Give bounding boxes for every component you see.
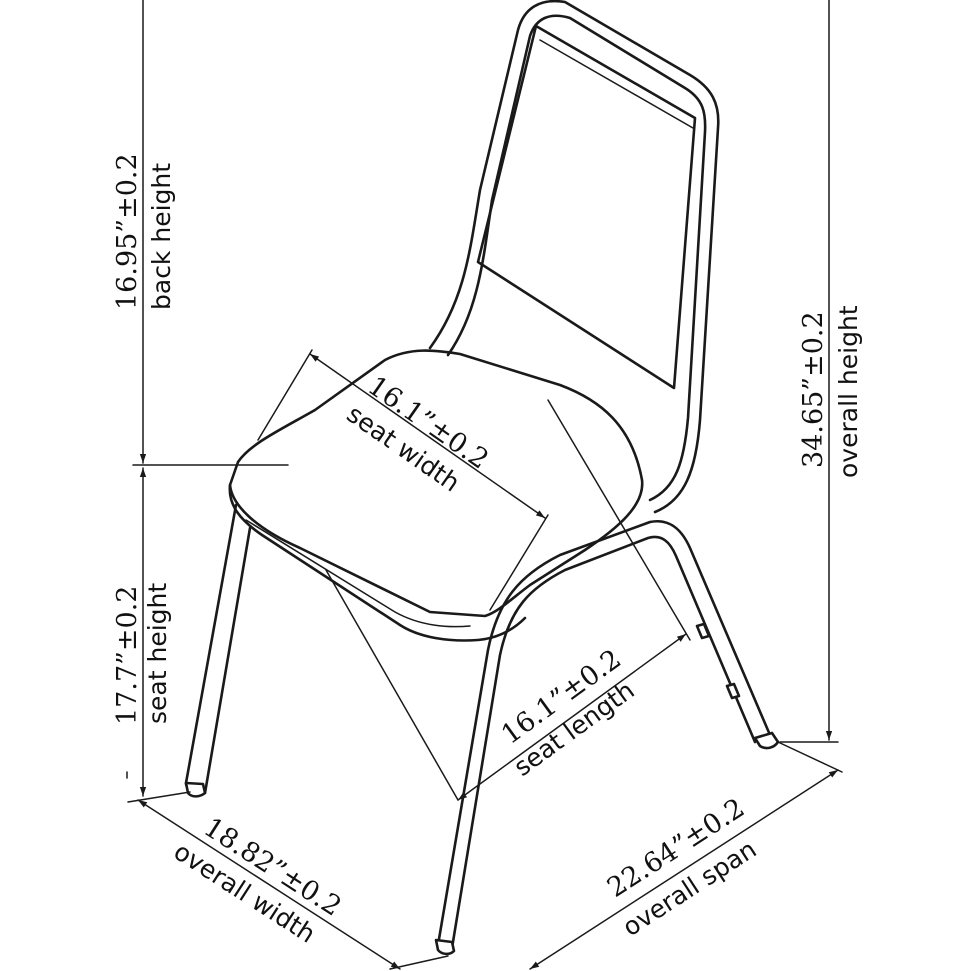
seat-width-dimension-line	[309, 353, 546, 519]
seat-length-extension-front	[325, 569, 459, 801]
rear-leg-bumper-lower	[725, 682, 741, 700]
overall-width-extension-right	[389, 955, 449, 970]
front-right-leg-inner	[450, 535, 757, 950]
seat-height-value: 17.7”±0.2	[112, 586, 143, 725]
dimension-labels: 16.95”±0.2 back height 17.7”±0.2 seat he…	[112, 153, 863, 948]
back-height-value: 16.95”±0.2	[112, 153, 143, 310]
seat-width-extension-right	[489, 514, 549, 611]
seat-cushion-side-lower	[245, 519, 471, 628]
front-right-leg	[436, 519, 772, 947]
front-left-foot	[184, 781, 207, 798]
seat-width-extension-left	[257, 349, 313, 441]
rear-right-foot	[753, 731, 780, 750]
seat-length-extension-back	[547, 399, 691, 641]
chair-drawing	[184, 0, 780, 956]
dimension-lines	[126, 0, 843, 970]
overall-width-extension-left	[127, 791, 191, 803]
overall-width-dimension-line	[137, 799, 401, 970]
rear-leg-bumper-upper	[695, 622, 711, 640]
seat-cushion-side	[228, 483, 527, 642]
seat-height-label: seat height	[143, 583, 172, 724]
front-left-leg	[184, 503, 252, 795]
backrest-frame-outer	[428, 0, 720, 514]
overall-span-extension	[777, 741, 843, 773]
front-right-foot	[434, 938, 456, 956]
backrest-panel-edge	[539, 39, 694, 129]
seat-length-dimension-line	[457, 633, 687, 801]
overall-height-label: overall height	[834, 305, 863, 478]
backrest-panel	[476, 24, 697, 390]
back-height-label: back height	[147, 163, 176, 310]
backrest-frame-inner	[446, 14, 707, 502]
overall-span-dimension-line	[529, 769, 839, 970]
overall-height-value: 34.65”±0.2	[798, 311, 829, 468]
